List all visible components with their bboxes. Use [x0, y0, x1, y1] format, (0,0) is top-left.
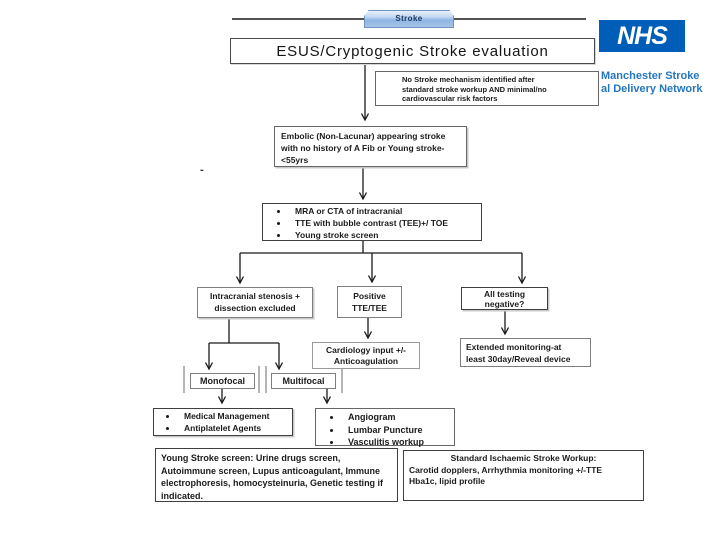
node-text-line: All testing	[483, 289, 526, 299]
bullet-item: Lumbar Puncture	[342, 424, 454, 436]
node-all-testing-negative: All testing negative?	[461, 287, 548, 310]
node-text-line: with no history of A Fib or Young stroke…	[281, 143, 445, 153]
node-embolic-stroke: Embolic (Non-Lacunar) appearing stroke w…	[274, 126, 467, 167]
node-initial-workup: MRA or CTA of intracranialTTE with bubbl…	[262, 203, 482, 241]
node-medical-management: Medical ManagementAntiplatelet Agents	[153, 408, 293, 436]
angiogram-bullet-list: AngiogramLumbar PunctureVasculitis worku…	[316, 411, 454, 448]
node-text-line: cardiovascular risk factors	[402, 94, 498, 103]
nhs-logo-text: NHS	[617, 21, 668, 50]
note-title: Standard Ischaemic Stroke Workup:	[450, 453, 597, 463]
workup-bullet-list: MRA or CTA of intracranialTTE with bubbl…	[263, 206, 481, 242]
note-young-stroke-screen: Young Stroke screen: Urine drugs screen,…	[155, 448, 398, 502]
node-intracranial-stenosis: Intracranial stenosis + dissection exclu…	[197, 287, 313, 318]
node-no-stroke-mechanism: No Stroke mechanism identified after sta…	[375, 71, 599, 106]
node-cardiology-input: Cardiology input +/- Anticoagulation	[312, 342, 420, 369]
note-standard-ischaemic-workup: Standard Ischaemic Stroke Workup: Caroti…	[403, 450, 644, 501]
stray-dash-mark: -	[200, 164, 204, 176]
page-title: ESUS/Cryptogenic Stroke evaluation	[230, 38, 595, 64]
node-monofocal: Monofocal	[190, 373, 255, 389]
node-text-line: No Stroke mechanism identified after	[402, 75, 535, 84]
node-angiogram-workup: AngiogramLumbar PunctureVasculitis worku…	[315, 408, 455, 448]
node-extended-monitoring: Extended monitoring-at least 30day/Revea…	[460, 338, 591, 367]
node-text-line: least 30day/Reveal device	[466, 354, 571, 364]
node-text-line: Extended monitoring-at	[466, 342, 562, 352]
node-text-line: standard stroke workup AND minimal/no	[402, 84, 547, 94]
node-multifocal: Multifocal	[271, 373, 336, 389]
node-text-line: dissection excluded	[214, 303, 296, 313]
node-text-line: Positive	[353, 291, 386, 301]
bullet-item: Antiplatelet Agents	[178, 423, 292, 435]
bullet-item: TTE with bubble contrast (TEE)+/ TOE	[289, 218, 481, 230]
bullet-item: Young stroke screen	[289, 230, 481, 242]
node-text-line: Embolic (Non-Lacunar) appearing stroke	[281, 131, 446, 141]
node-text-line: <55yrs	[281, 155, 309, 165]
note-text-line: Carotid dopplers, Arrhythmia monitoring …	[409, 464, 603, 475]
node-positive-tte-tee: Positive TTE/TEE	[337, 286, 402, 318]
bullet-item: Medical Management	[178, 411, 292, 423]
bullet-item: Vasculitis workup	[342, 436, 454, 448]
organisation-name-line2: al Delivery Network	[601, 83, 703, 95]
bullet-item: Angiogram	[342, 411, 454, 423]
bullet-item: MRA or CTA of intracranial	[289, 206, 481, 218]
node-text-line: Intracranial stenosis +	[210, 291, 300, 301]
medical-bullet-list: Medical ManagementAntiplatelet Agents	[154, 411, 292, 435]
organisation-name-line1: Manchester Stroke	[601, 70, 700, 82]
organisation-name: Manchester Stroke al Delivery Network	[601, 70, 717, 96]
node-text-line: negative?	[484, 299, 525, 309]
node-text-line: Cardiology input +/-	[325, 345, 407, 355]
node-text-line: TTE/TEE	[352, 303, 387, 313]
nhs-logo: NHS	[599, 20, 685, 52]
stroke-tab-button[interactable]: Stroke	[364, 10, 454, 28]
note-text-line: Hba1c, lipid profile	[409, 476, 486, 486]
node-text-line: Anticoagulation	[333, 356, 399, 366]
